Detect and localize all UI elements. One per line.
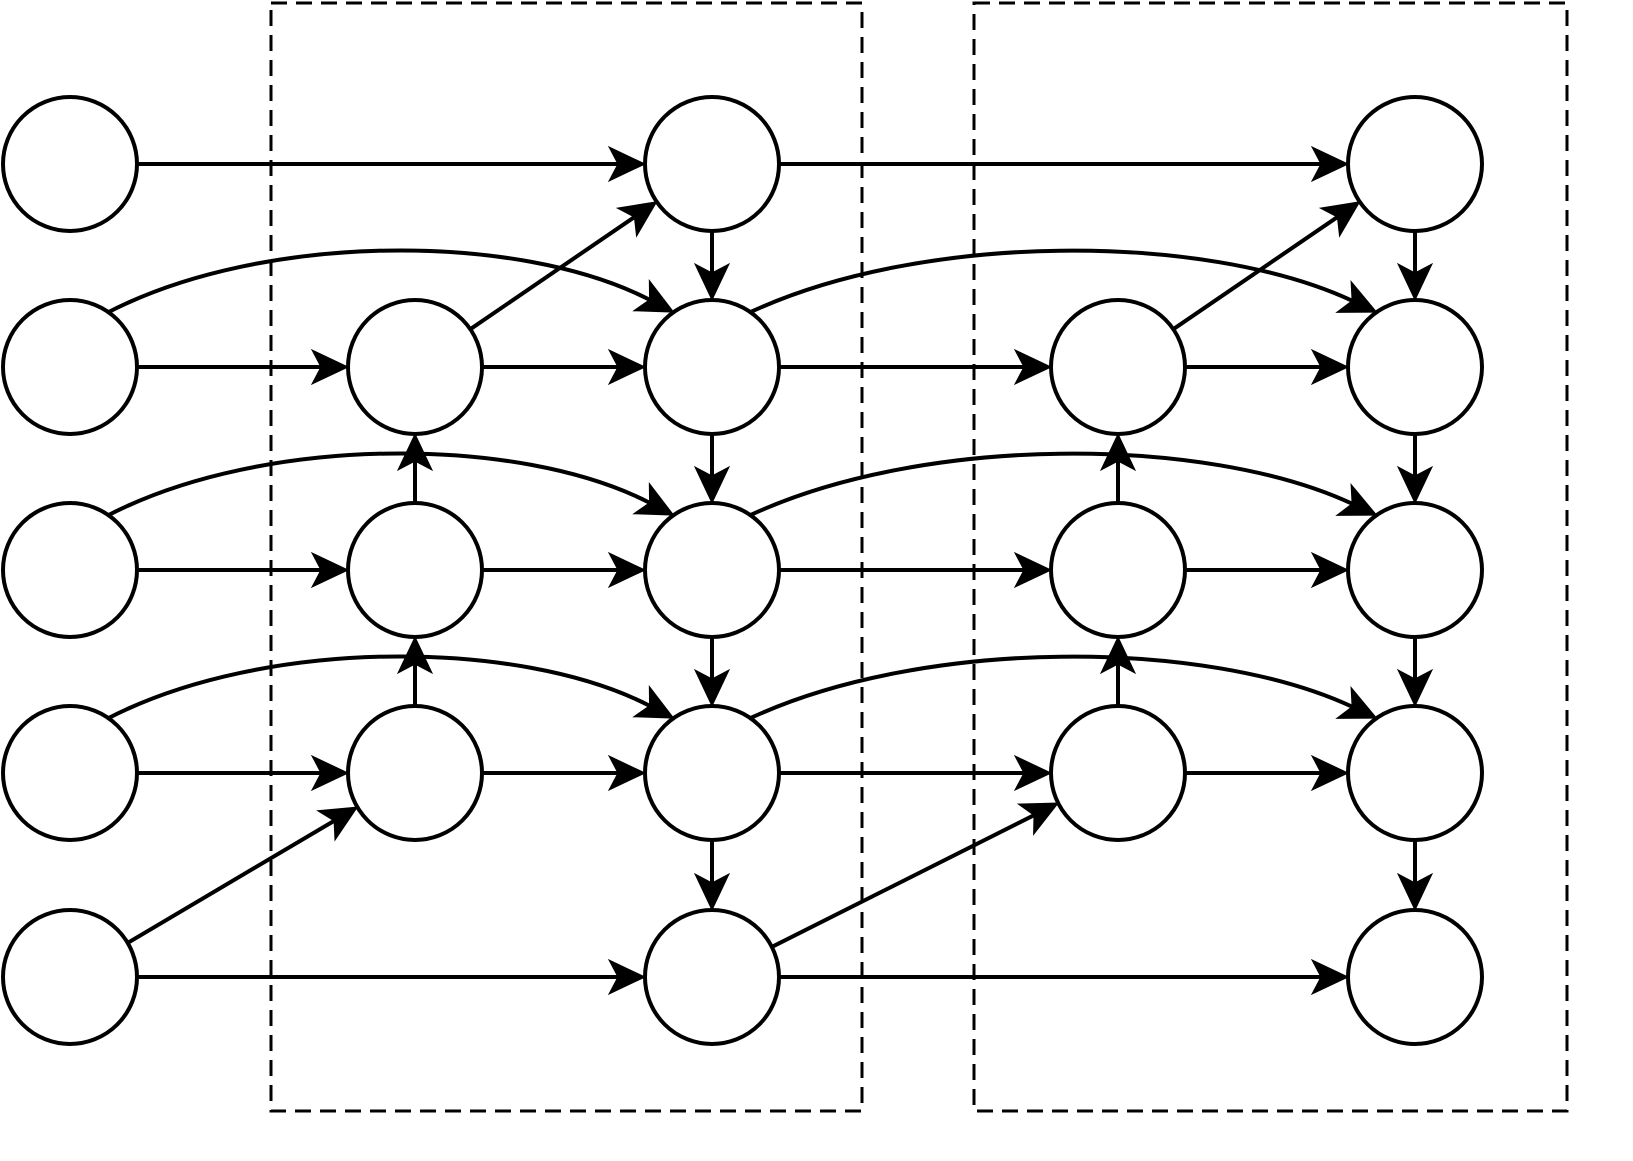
edge-s1-out-5-to-s2-out-5-arrowhead [1310, 958, 1350, 996]
edge-s1-mid-2-to-s1-out-1-arrowhead [615, 201, 658, 238]
node-s2-out-4 [1346, 704, 1484, 842]
node-in-4 [1, 704, 139, 842]
edge-s1-out-4-to-s2-out-4 [749, 654, 1353, 720]
node-s1-out-2 [643, 298, 781, 436]
node-s1-out-1 [643, 95, 781, 233]
edge-in-5-to-s1-out-5-arrowhead [607, 958, 647, 996]
edge-in-2-to-s1-out-2 [107, 248, 651, 314]
node-in-2 [1, 298, 139, 436]
edge-s1-out-4-to-s2-out-4-arrowhead [1335, 686, 1378, 719]
edge-s1-out-5-to-s2-mid-4-arrowhead [1016, 802, 1060, 836]
edge-s1-mid-2-to-s1-out-2-arrowhead [607, 348, 647, 386]
edge-s1-mid-4-to-s1-mid-3-arrowhead [396, 635, 434, 675]
edges [107, 145, 1434, 996]
node-s1-mid-3 [346, 501, 484, 639]
edge-s1-out-2-to-s1-out-3-arrowhead [693, 465, 731, 505]
edge-s2-mid-2-to-s2-out-1-arrowhead [1318, 201, 1361, 238]
edge-s1-out-4-to-s2-mid-4-arrowhead [1013, 754, 1053, 792]
node-in-1 [1, 95, 139, 233]
edge-s1-mid-2-to-s1-out-1 [469, 215, 636, 331]
edge-s2-out-4-to-s2-out-5-arrowhead [1396, 872, 1434, 912]
node-in-3 [1, 501, 139, 639]
node-s2-mid-3 [1049, 501, 1187, 639]
edge-s1-out-4-to-s1-out-5-arrowhead [693, 872, 731, 912]
edge-s1-mid-3-to-s1-mid-2-arrowhead [396, 432, 434, 472]
edge-s1-out-2-to-s2-mid-2-arrowhead [1013, 348, 1053, 386]
edge-s1-out-5-to-s2-mid-4 [770, 813, 1035, 949]
edge-in-1-to-s1-out-1-arrowhead [607, 145, 647, 183]
node-s2-out-1 [1346, 95, 1484, 233]
edge-in-4-to-s1-out-4-arrowhead [632, 685, 675, 719]
edge-s1-out-3-to-s2-mid-3-arrowhead [1013, 551, 1053, 589]
node-s1-out-5 [643, 908, 781, 1046]
edge-s2-mid-3-to-s2-mid-2-arrowhead [1099, 432, 1137, 472]
node-s2-mid-2 [1049, 298, 1187, 436]
edge-s1-mid-3-to-s1-out-3-arrowhead [607, 551, 647, 589]
node-s1-out-3 [643, 501, 781, 639]
edge-s1-out-3-to-s2-out-3 [749, 451, 1353, 517]
edge-s2-mid-2-to-s2-out-1 [1172, 215, 1339, 331]
edge-in-4-to-s1-out-4 [107, 654, 651, 720]
node-in-5 [1, 908, 139, 1046]
edge-in-3-to-s1-mid-3-arrowhead [310, 551, 350, 589]
edge-s1-mid-4-to-s1-out-4-arrowhead [607, 754, 647, 792]
edge-s2-out-2-to-s2-out-3-arrowhead [1396, 465, 1434, 505]
edge-s2-out-1-to-s2-out-2-arrowhead [1396, 262, 1434, 302]
edge-s1-out-1-to-s2-out-1-arrowhead [1310, 145, 1350, 183]
edge-s2-out-3-to-s2-out-4-arrowhead [1396, 668, 1434, 708]
edge-s2-mid-4-to-s2-out-4-arrowhead [1310, 754, 1350, 792]
node-s2-out-2 [1346, 298, 1484, 436]
edge-s1-out-2-to-s2-out-2-arrowhead [1335, 280, 1378, 313]
edge-s1-out-3-to-s1-out-4-arrowhead [693, 668, 731, 708]
edge-in-5-to-s1-mid-4 [126, 819, 336, 945]
edge-in-3-to-s1-out-3-arrowhead [632, 482, 675, 516]
edge-s2-mid-3-to-s2-out-3-arrowhead [1310, 551, 1350, 589]
node-s2-mid-4 [1049, 704, 1187, 842]
node-s1-mid-4 [346, 704, 484, 842]
edge-in-4-to-s1-mid-4-arrowhead [310, 754, 350, 792]
edge-s1-out-3-to-s2-out-3-arrowhead [1335, 483, 1378, 516]
edge-s1-out-1-to-s1-out-2-arrowhead [693, 262, 731, 302]
edge-in-2-to-s1-out-2-arrowhead [632, 279, 675, 313]
edge-in-3-to-s1-out-3 [107, 451, 651, 517]
node-s1-out-4 [643, 704, 781, 842]
node-s1-mid-2 [346, 298, 484, 436]
edge-in-2-to-s1-mid-2-arrowhead [310, 348, 350, 386]
node-s2-out-5 [1346, 908, 1484, 1046]
edge-s1-out-2-to-s2-out-2 [749, 248, 1353, 314]
nodes [1, 95, 1484, 1046]
edge-in-5-to-s1-mid-4-arrowhead [316, 806, 359, 842]
edge-s2-mid-4-to-s2-mid-3-arrowhead [1099, 635, 1137, 675]
edge-s2-mid-2-to-s2-out-2-arrowhead [1310, 348, 1350, 386]
node-s2-out-3 [1346, 501, 1484, 639]
